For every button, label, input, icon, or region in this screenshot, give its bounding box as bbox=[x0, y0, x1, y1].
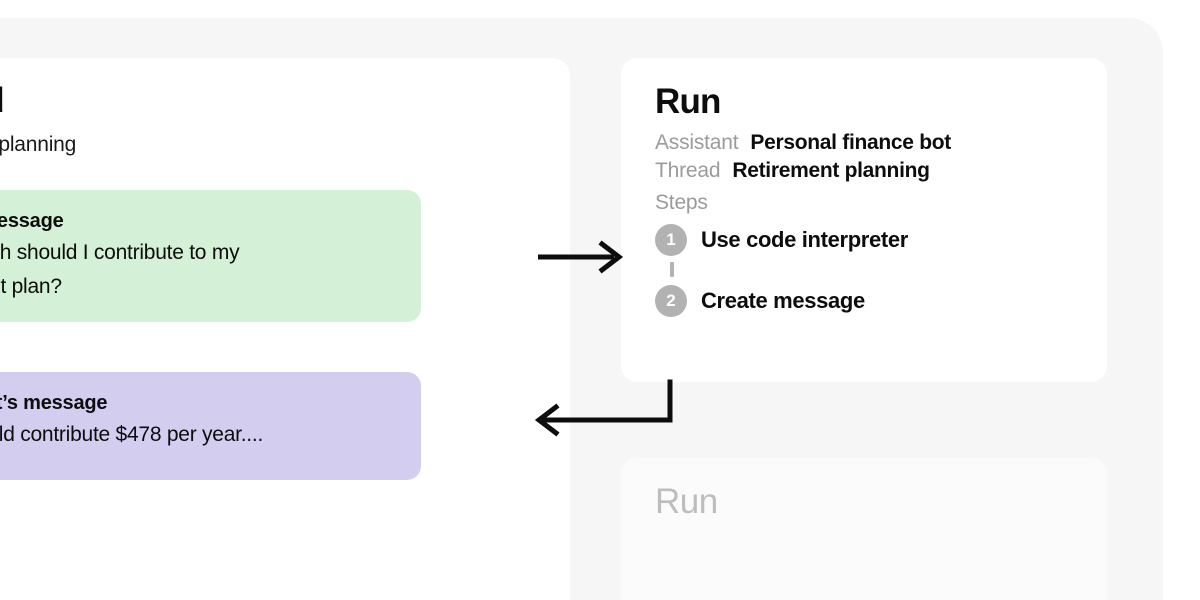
user-message-bubble[interactable]: User’s message How much should I contrib… bbox=[0, 190, 421, 322]
thread-panel: Thread Retirement planning User’s messag… bbox=[0, 58, 570, 600]
run-meta-thread-value: Retirement planning bbox=[732, 158, 930, 182]
run-step-2[interactable]: 2 Create message bbox=[655, 284, 1073, 318]
run-meta-assistant-value: Personal finance bot bbox=[750, 130, 951, 154]
user-message-text: How much should I contribute to my retir… bbox=[0, 241, 240, 299]
run-step-1-label: Use code interpreter bbox=[701, 226, 908, 252]
thread-subtitle: Retirement planning bbox=[0, 133, 77, 156]
run-step-2-label: Create message bbox=[701, 287, 865, 313]
run-steps-label: Steps bbox=[655, 190, 708, 214]
run-meta-assistant-key: Assistant bbox=[655, 130, 739, 154]
thread-title: Thread bbox=[0, 81, 5, 121]
assistant-message-label: Assistant’s message bbox=[0, 392, 108, 414]
assistant-message-text: You should contribute $478 per year.... bbox=[0, 423, 264, 446]
assistant-message-bubble[interactable]: Assistant’s message You should contribut… bbox=[0, 372, 421, 480]
run-card-active[interactable]: Run Assistant Personal finance bot Threa… bbox=[621, 58, 1107, 382]
run-meta-thread-key: Thread bbox=[655, 158, 721, 182]
step-connector-line bbox=[670, 261, 674, 277]
run-step-1[interactable]: 1 Use code interpreter bbox=[655, 223, 1073, 257]
run-card-heading: Run bbox=[655, 82, 721, 121]
run-meta-assistant: Assistant Personal finance bot bbox=[655, 131, 1073, 155]
user-message-label: User’s message bbox=[0, 210, 64, 232]
run-steps-list: 1 Use code interpreter 2 Create message bbox=[655, 223, 1073, 318]
run-card-next[interactable]: Run bbox=[621, 458, 1107, 600]
step-number-badge: 1 bbox=[655, 223, 687, 256]
run-meta-thread: Thread Retirement planning bbox=[655, 159, 1073, 183]
run-card-next-heading: Run bbox=[655, 482, 718, 521]
step-number-badge: 2 bbox=[655, 284, 687, 317]
